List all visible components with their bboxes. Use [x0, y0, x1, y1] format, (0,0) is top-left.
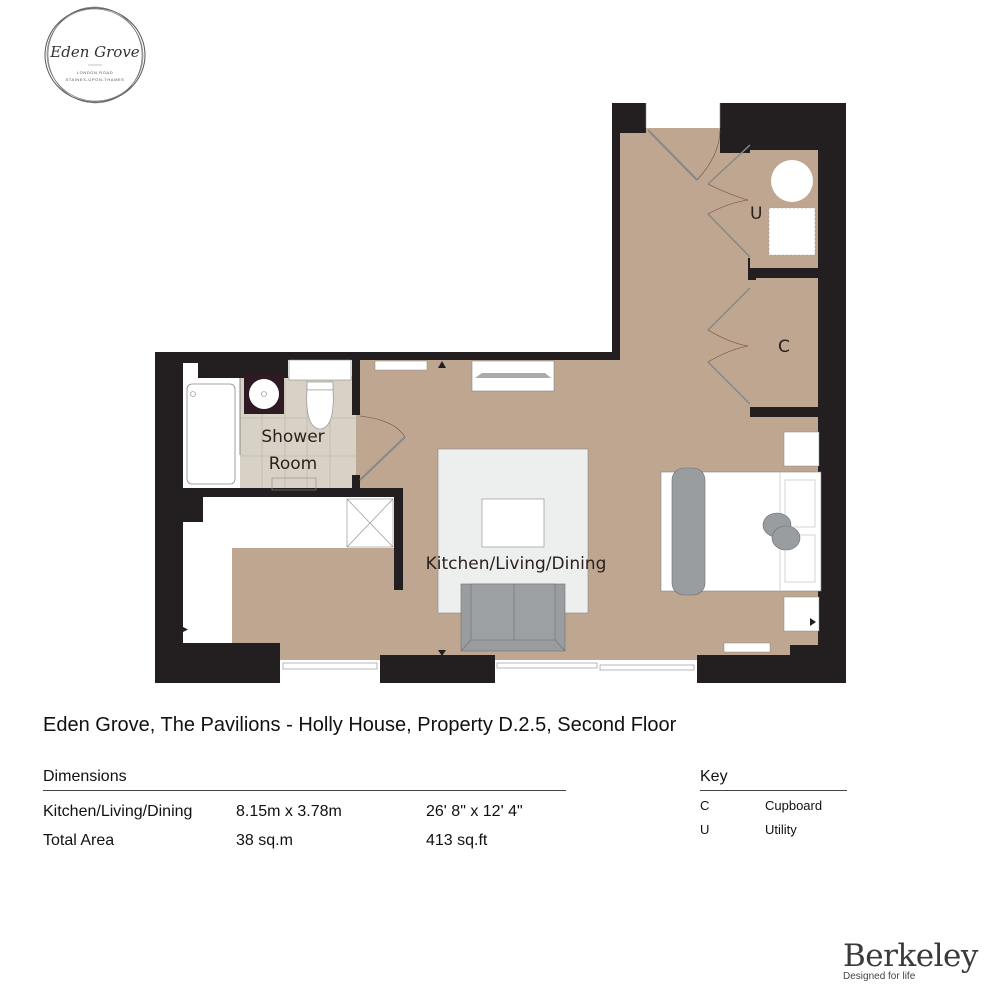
bedside-table [783, 431, 820, 467]
toilet [306, 381, 334, 391]
bathtub [186, 383, 236, 485]
kitchen-living-dining-label: Kitchen/Living/Dining [426, 554, 607, 574]
dimensions-row: Total Area 38 sq.m 413 sq.ft [43, 826, 566, 855]
washing-machine [771, 160, 813, 202]
room-name: Kitchen/Living/Dining [43, 802, 193, 820]
room-name: Total Area [43, 831, 115, 849]
key-label: Cupboard [765, 797, 823, 813]
dimensions-table: Dimensions Kitchen/Living/Dining 8.15m x… [43, 768, 566, 855]
kitchen-counter [183, 497, 394, 643]
logo-line1: LONDON ROAD [77, 70, 113, 75]
dimensions-heading: Dimensions [43, 768, 566, 791]
bed-throw [671, 467, 706, 596]
coffee-table [481, 498, 545, 548]
eden-grove-logo: Eden Grove LONDON ROAD STAINES-UPON-THAM… [40, 5, 150, 105]
shower-room-door[interactable] [359, 436, 406, 481]
brand-name: Berkeley [843, 938, 978, 974]
entrance-door[interactable] [647, 129, 698, 181]
bedside-table [783, 596, 820, 632]
utility-label: U [750, 204, 762, 224]
cupboard-label: C [778, 337, 790, 357]
room-imperial: 26' 8" x 12' 4" [426, 802, 523, 820]
room-metric: 8.15m x 3.78m [236, 802, 342, 820]
key-code: U [700, 821, 710, 837]
property-title: Eden Grove, The Pavilions - Holly House,… [43, 714, 677, 736]
dimensions-row: Kitchen/Living/Dining 8.15m x 3.78m 26' … [43, 797, 566, 826]
room-metric: 38 sq.m [236, 831, 293, 849]
logo-line2: STAINES-UPON-THAMES [65, 77, 124, 82]
shower-room-label-2: Room [269, 454, 317, 474]
key-item: U Utility [700, 817, 847, 841]
berkeley-logo: Berkeley Designed for life [843, 940, 978, 982]
shower-room-label-1: Shower [261, 427, 324, 447]
key-legend: Key C Cupboard U Utility [700, 768, 847, 841]
key-label: Utility [765, 821, 797, 837]
room-imperial: 413 sq.ft [426, 831, 488, 849]
key-code: C [700, 797, 710, 813]
utility-doors[interactable] [707, 144, 751, 258]
cupboard-doors[interactable] [707, 287, 751, 405]
key-item: C Cupboard [700, 793, 847, 817]
windows [280, 103, 721, 683]
logo-name: Eden Grove [49, 43, 140, 61]
floor-plan: U C Shower Room Kitchen/Living/Dining [155, 103, 846, 683]
dryer [768, 207, 816, 256]
key-heading: Key [700, 768, 847, 791]
brand-tagline: Designed for life [843, 971, 916, 982]
